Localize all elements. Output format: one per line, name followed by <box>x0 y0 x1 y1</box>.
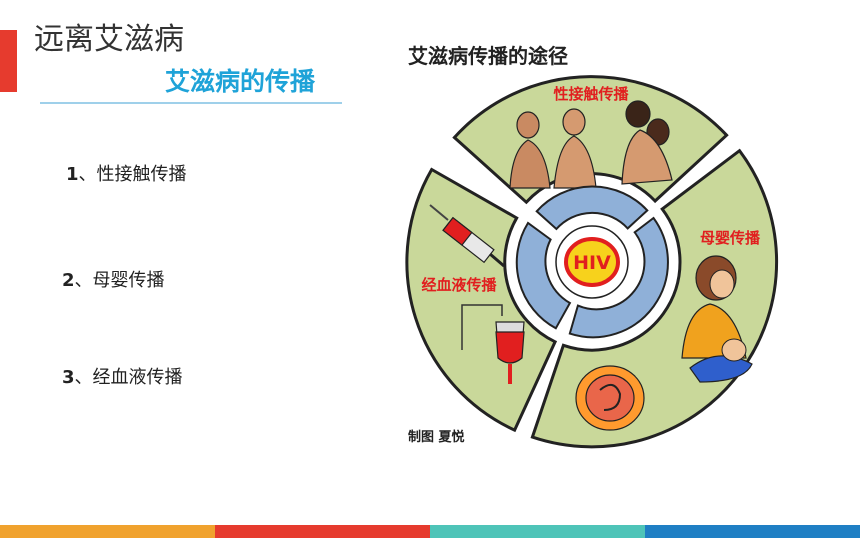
segment-sexual: 性接触传播 <box>452 75 729 205</box>
segment-label: 性接触传播 <box>553 85 629 103</box>
footer-segment-red <box>215 525 430 538</box>
list-item-text: 、母婴传播 <box>74 270 165 291</box>
hiv-label: HIV <box>573 252 611 274</box>
mother-baby-illustration <box>681 255 753 383</box>
page-title: 远离艾滋病 <box>34 22 184 57</box>
transmission-wheel: 性接触传播 母婴传播 经血液传播 <box>405 75 779 449</box>
list-item: 3、经血液传播 <box>62 363 183 389</box>
blood-bag-illustration <box>461 304 525 384</box>
segment-blood: 经血液传播 <box>405 167 558 433</box>
list-item-number: 3 <box>62 367 75 388</box>
footer-bar <box>0 525 860 538</box>
footer-segment-teal <box>430 525 645 538</box>
accent-bar <box>0 30 17 92</box>
segment-label: 母婴传播 <box>700 229 761 247</box>
list-item-text: 、性接触传播 <box>78 164 187 185</box>
footer-segment-orange <box>0 525 215 538</box>
title-underline <box>40 102 342 104</box>
list-item: 1、性接触传播 <box>66 160 187 186</box>
hiv-center: HIV <box>555 225 629 299</box>
inner-ring <box>515 185 669 339</box>
list-item-number: 1 <box>66 164 79 185</box>
list-item-number: 2 <box>62 270 75 291</box>
list-item: 2、母婴传播 <box>62 266 165 292</box>
footer-segment-blue <box>645 525 860 538</box>
section-subtitle: 艾滋病的传播 <box>165 67 316 96</box>
segment-mother-infant: 母婴传播 <box>530 148 779 449</box>
diagram-title: 艾滋病传播的途径 <box>408 44 568 68</box>
fetus-illustration <box>575 365 645 431</box>
segment-label: 经血液传播 <box>421 276 497 294</box>
diagram-credit: 制图 夏悦 <box>408 430 465 445</box>
list-item-text: 、经血液传播 <box>74 367 183 388</box>
couple-illustration <box>509 100 673 189</box>
syringe-illustration <box>429 204 505 268</box>
